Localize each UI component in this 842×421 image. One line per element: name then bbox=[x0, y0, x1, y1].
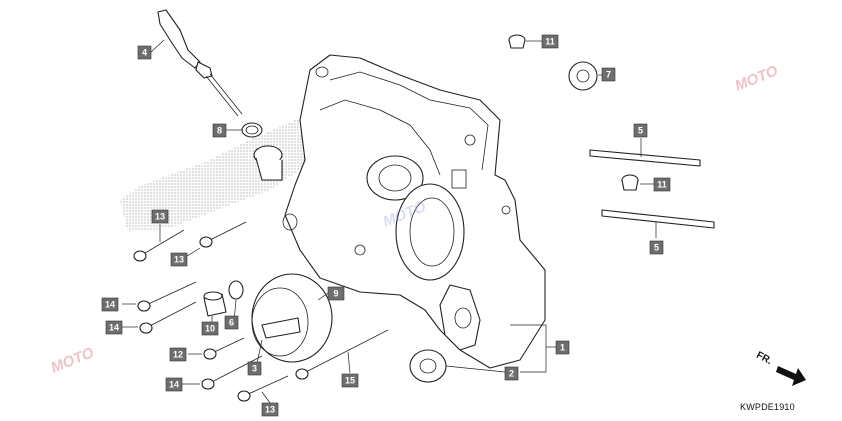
callout-8: 8 bbox=[212, 123, 227, 138]
svg-text:7: 7 bbox=[606, 70, 611, 80]
svg-text:14: 14 bbox=[109, 323, 119, 333]
callout-11-a: 11 bbox=[541, 34, 559, 49]
bolt-12 bbox=[203, 337, 245, 360]
bolt-13-upper bbox=[133, 229, 185, 262]
callout-9: 9 bbox=[327, 286, 345, 301]
callout-13-b: 13 bbox=[170, 252, 188, 267]
dipstick-part bbox=[157, 9, 243, 117]
dowel-pin-upper bbox=[508, 34, 526, 49]
drain-plug-part bbox=[203, 291, 227, 317]
svg-text:14: 14 bbox=[105, 300, 115, 310]
svg-text:6: 6 bbox=[229, 318, 234, 328]
svg-text:11: 11 bbox=[545, 37, 555, 47]
svg-text:14: 14 bbox=[169, 380, 179, 390]
gasket-dotted-area bbox=[120, 116, 320, 232]
callout-12: 12 bbox=[169, 347, 187, 362]
svg-text:9: 9 bbox=[333, 289, 338, 299]
oil-seal-part bbox=[568, 61, 598, 91]
svg-text:12: 12 bbox=[173, 350, 183, 360]
callout-14-b: 14 bbox=[105, 320, 123, 335]
callout-11-b: 11 bbox=[653, 177, 671, 192]
bolt-15 bbox=[295, 329, 389, 380]
o-ring-part bbox=[241, 122, 263, 138]
svg-text:13: 13 bbox=[155, 212, 165, 222]
callout-13-a: 13 bbox=[151, 209, 169, 224]
callout-15: 15 bbox=[341, 373, 359, 388]
leader-lines bbox=[122, 39, 657, 404]
stud-bolt-upper bbox=[589, 149, 701, 167]
bolt-14-mid bbox=[139, 301, 197, 334]
oil-filler-neck bbox=[253, 145, 283, 181]
crankcase-half bbox=[282, 54, 546, 369]
svg-text:15: 15 bbox=[345, 376, 355, 386]
svg-text:2: 2 bbox=[509, 369, 514, 379]
callout-5-a: 5 bbox=[633, 123, 648, 138]
bolt-14-upper bbox=[137, 281, 197, 312]
svg-text:5: 5 bbox=[654, 243, 659, 253]
callout-5-b: 5 bbox=[649, 240, 664, 255]
bolt-13-lower bbox=[237, 375, 289, 402]
callout-4: 4 bbox=[137, 45, 152, 60]
callout-6: 6 bbox=[224, 315, 239, 330]
callout-7: 7 bbox=[601, 67, 616, 82]
bolt-13-mid bbox=[199, 221, 247, 248]
dowel-pin-lower bbox=[621, 174, 639, 191]
callout-2: 2 bbox=[504, 366, 519, 381]
svg-text:13: 13 bbox=[265, 405, 275, 415]
svg-text:4: 4 bbox=[142, 48, 147, 58]
bolt-14-lower bbox=[201, 355, 263, 390]
callout-10: 10 bbox=[201, 321, 219, 336]
stud-bolt-lower bbox=[601, 209, 715, 229]
callout-14-a: 14 bbox=[101, 297, 119, 312]
svg-text:11: 11 bbox=[657, 180, 667, 190]
svg-text:8: 8 bbox=[217, 126, 222, 136]
callout-14-c: 14 bbox=[165, 377, 183, 392]
washer-part bbox=[228, 280, 244, 300]
diagram-code: KWPDE1910 bbox=[740, 402, 795, 412]
svg-text:5: 5 bbox=[638, 126, 643, 136]
svg-text:13: 13 bbox=[174, 255, 184, 265]
svg-text:3: 3 bbox=[252, 364, 257, 374]
svg-text:1: 1 bbox=[560, 343, 565, 353]
bearing-part bbox=[409, 349, 447, 383]
svg-text:10: 10 bbox=[205, 324, 215, 334]
side-cover-part bbox=[251, 273, 333, 363]
callout-3: 3 bbox=[247, 361, 262, 376]
callout-1: 1 bbox=[555, 340, 570, 355]
callout-13-c: 13 bbox=[261, 402, 279, 417]
front-direction-arrow-icon bbox=[776, 366, 806, 386]
